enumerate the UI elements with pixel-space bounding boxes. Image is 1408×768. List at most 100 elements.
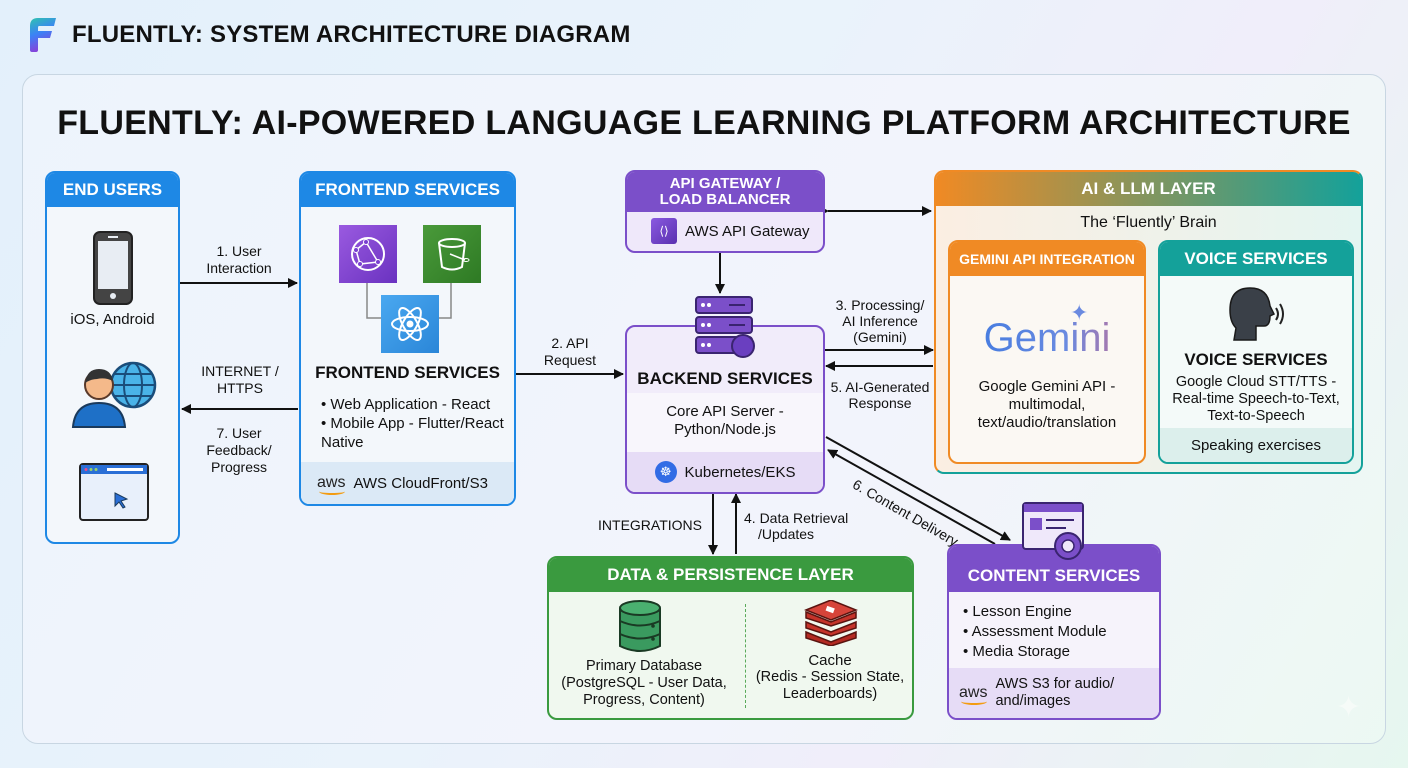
gemini-title: GEMINI API INTEGRATION	[950, 242, 1144, 276]
flow-2-line1: 2. API	[551, 335, 589, 351]
flow-label-3: 3. Processing/ AI Inference (Gemini)	[825, 297, 935, 345]
api-gateway-service-text: AWS API Gateway	[685, 222, 810, 240]
frontend-bullet: Web Application - React	[321, 395, 511, 414]
voice-desc-line: Google Cloud STT/TTS -	[1175, 374, 1337, 390]
user-globe-icon	[71, 357, 159, 434]
gemini-desc-line: multimodal,	[1008, 396, 1086, 413]
flow-7-line2: Feedback/	[206, 442, 272, 458]
aws-logo-icon: aws	[317, 474, 346, 495]
database-icon	[619, 600, 661, 659]
app-title: FLUENTLY: SYSTEM ARCHITECTURE DIAGRAM	[72, 21, 631, 48]
speaking-head-icon	[1226, 284, 1290, 349]
voice-description: Google Cloud STT/TTS - Real-time Speech-…	[1160, 374, 1352, 425]
voice-subtitle: VOICE SERVICES	[1184, 350, 1328, 369]
react-icon	[381, 295, 439, 353]
flow-1-line1: 1. User	[216, 243, 262, 259]
frontend-subtitle: FRONTEND SERVICES	[315, 363, 500, 382]
flow-5-line2: Response	[848, 395, 912, 411]
frontend-bullets: Web Application - React Mobile App - Flu…	[321, 395, 511, 452]
content-bullet: Lesson Engine	[963, 602, 1107, 622]
content-footer: aws AWS S3 for audio/ and/images	[949, 668, 1159, 718]
ai-llm-layer-box[interactable]: AI & LLM LAYER The ‘Fluently’ Brain GEMI…	[934, 170, 1363, 474]
internet-line2: HTTPS	[217, 380, 263, 396]
flow-3-line2: AI Inference	[842, 313, 918, 329]
primary-database-label: Primary Database (PostgreSQL - User Data…	[549, 658, 739, 709]
backend-title: BACKEND SERVICES	[637, 369, 813, 388]
frontend-icon-connectors	[366, 283, 452, 319]
internet-line1: INTERNET /	[201, 363, 279, 379]
sparkle-watermark-icon: ✦	[1336, 691, 1362, 724]
ai-layer-title: AI & LLM LAYER	[936, 172, 1361, 206]
server-rack-icon	[695, 296, 757, 363]
gemini-integration-box[interactable]: GEMINI API INTEGRATION ✦ Gemini Google G…	[948, 240, 1146, 464]
end-users-mobile-label: iOS, Android	[70, 311, 155, 328]
flow-3-line1: 3. Processing/	[835, 297, 925, 313]
flow-label-integrations: INTEGRATIONS	[598, 517, 702, 533]
backend-desc-line1: Core API Server -	[666, 403, 784, 420]
fluently-logo-icon	[26, 16, 58, 54]
cache-line: (Redis - Session State,	[755, 669, 905, 685]
frontend-footer-text: AWS CloudFront/S3	[353, 474, 488, 492]
backend-desc-line2: Python/Node.js	[674, 421, 776, 438]
content-services-box[interactable]: CONTENT SERVICES Lesson Engine Assessmen…	[947, 544, 1161, 720]
cache-line: Leaderboards)	[782, 686, 878, 702]
flow-label-internet: INTERNET / HTTPS	[190, 363, 290, 397]
cache-line: Cache	[808, 652, 852, 669]
diagram-title: FLUENTLY: AI-POWERED LANGUAGE LEARNING P…	[57, 104, 1351, 142]
gemini-sparkle-icon: ✦	[1070, 300, 1089, 325]
voice-services-box[interactable]: VOICE SERVICES VOICE SERVICES Google Clo…	[1158, 240, 1354, 464]
content-title: CONTENT SERVICES	[949, 546, 1159, 592]
content-footer-line: AWS S3 for audio/	[995, 676, 1115, 692]
frontend-title: FRONTEND SERVICES	[301, 173, 514, 207]
flow-7-line3: Progress	[210, 459, 268, 475]
flow-1-line2: Interaction	[206, 260, 272, 276]
frontend-bullet: Mobile App - Flutter/React Native	[321, 414, 511, 452]
flow-7-line1: 7. User	[216, 425, 262, 441]
gemini-description: Google Gemini API - multimodal, text/aud…	[950, 378, 1144, 432]
voice-footer: Speaking exercises	[1160, 428, 1352, 462]
data-persistence-box[interactable]: DATA & PERSISTENCE LAYER Primary Databas…	[547, 556, 914, 720]
smartphone-icon	[93, 231, 133, 310]
cloudfront-icon	[339, 225, 397, 283]
gemini-desc-line: text/audio/translation	[977, 414, 1117, 431]
backend-description: Core API Server - Python/Node.js	[627, 393, 823, 453]
browser-window-icon	[79, 463, 149, 526]
frontend-footer: aws AWS CloudFront/S3	[301, 462, 514, 504]
api-gateway-title-line2: LOAD BALANCER	[659, 191, 791, 208]
frontend-services-box[interactable]: FRONTEND SERVICES FRONTEND SERVICES Web …	[299, 171, 516, 506]
flow-label-1: 1. User Interaction	[194, 243, 284, 277]
flow-3-line3: (Gemini)	[853, 329, 907, 345]
aws-logo-icon: aws	[959, 684, 988, 705]
end-users-box[interactable]: END USERS iOS, Android	[45, 171, 180, 544]
api-gateway-title: API GATEWAY / LOAD BALANCER	[627, 172, 823, 212]
api-gateway-icon: ⟨⟩	[651, 218, 677, 244]
content-settings-icon	[1022, 502, 1088, 569]
flow-4-line2: /Updates	[758, 526, 815, 542]
db-line: (PostgreSQL - User Data,	[561, 675, 727, 691]
backend-footer-text: Kubernetes/EKS	[684, 463, 796, 481]
flow-5-line1: 5. AI-Generated	[830, 379, 930, 395]
api-gateway-service: ⟨⟩ AWS API Gateway	[627, 212, 823, 244]
cache-label: Cache (Redis - Session State, Leaderboar…	[745, 652, 912, 703]
top-bar: FLUENTLY: SYSTEM ARCHITECTURE DIAGRAM	[26, 16, 631, 54]
content-bullet: Assessment Module	[963, 622, 1107, 642]
flow-4-line1: 4. Data Retrieval	[744, 510, 849, 526]
voice-title: VOICE SERVICES	[1160, 242, 1352, 276]
db-line: Progress, Content)	[583, 692, 705, 708]
end-users-title: END USERS	[47, 173, 178, 207]
flow-label-4: 4. Data Retrieval /Updates	[744, 510, 856, 542]
voice-desc-line: Real-time Speech-to-Text,	[1172, 391, 1340, 407]
api-gateway-box[interactable]: API GATEWAY / LOAD BALANCER ⟨⟩ AWS API G…	[625, 170, 825, 253]
flow-label-5: 5. AI-Generated Response	[822, 379, 938, 411]
flow-label-2: 2. API Request	[530, 335, 610, 369]
flow-2-line2: Request	[543, 352, 597, 368]
data-layer-divider	[745, 604, 746, 708]
gemini-desc-line: Google Gemini API -	[978, 378, 1116, 395]
content-bullets: Lesson Engine Assessment Module Media St…	[963, 602, 1107, 662]
gemini-logo: Gemini	[950, 316, 1144, 361]
ai-layer-subtitle: The ‘Fluently’ Brain	[1080, 214, 1217, 231]
api-gateway-title-line1: API GATEWAY /	[669, 175, 781, 192]
data-layer-title: DATA & PERSISTENCE LAYER	[549, 558, 912, 592]
voice-desc-line: Text-to-Speech	[1207, 408, 1305, 424]
flow-label-7: 7. User Feedback/ Progress	[194, 425, 284, 476]
